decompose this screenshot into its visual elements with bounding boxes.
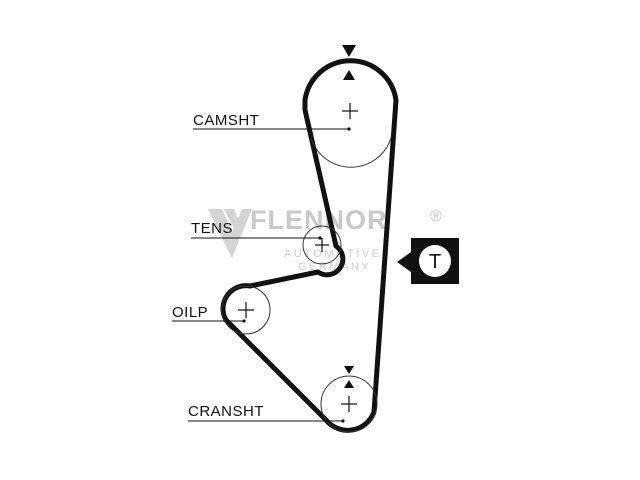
leader-lines [172,128,349,422]
camshaft-label: CAMSHT [193,112,259,129]
crankshaft-timing-mark-top-icon [344,366,354,374]
camshaft-timing-mark-top-icon [342,45,356,57]
tension-badge-letter: T [429,251,441,273]
watermark-line1: AUTOMOTIVE [284,248,382,260]
crankshaft-label: CRANSHT [188,403,264,420]
leader-dots [242,127,351,423]
tension-badge: T [397,238,459,284]
belt-path [220,58,399,433]
tensioner-label: TENS [191,220,233,237]
crankshaft-timing-mark-bottom-icon [344,380,354,388]
watermark-registered: ® [430,208,442,225]
oil-pump-pulley [221,285,271,335]
belt [220,58,399,433]
crankshaft-pulley [320,366,378,433]
watermark-logo-icon [208,209,252,258]
watermark-brand: FLENNOR [250,205,388,235]
tension-pointer-icon [397,252,411,272]
camshaft-timing-mark-bottom-icon [343,70,355,80]
tensioner-pulley [302,225,342,265]
oil-pump-label: OILP [172,304,208,321]
camshaft-pulley [310,45,392,168]
